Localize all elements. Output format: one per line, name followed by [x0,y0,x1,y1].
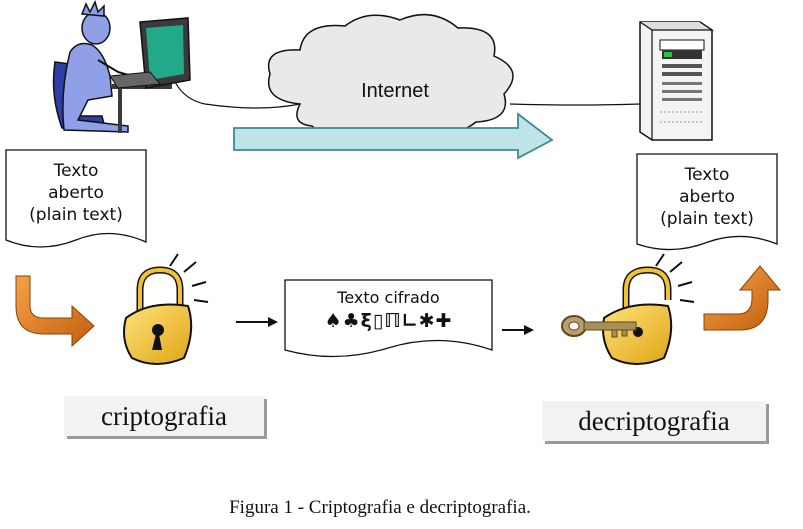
padlock-closed-icon [123,253,209,365]
sender-document-text: Texto aberto (plain text) [6,160,146,226]
receiver-doc-line: Texto [684,165,730,185]
arrow-from-cipher [502,325,534,335]
curved-arrow-up-icon [703,265,782,331]
cloud-icon [267,13,514,140]
receiver-document-text: Texto aberto (plain text) [637,164,777,230]
receiver-doc-line: aberto [679,187,735,207]
cipher-document [284,279,493,358]
sender-doc-line: aberto [48,183,104,203]
receiver-document [636,153,778,251]
person-at-computer-icon [52,0,301,133]
sender-doc-line: Texto [53,161,99,181]
internet-label: Internet [361,80,429,102]
cipher-symbols: ♠♣ξ▯ℿ∟✱✚ [324,310,453,332]
curved-arrow-down-icon [15,275,95,348]
cipher-document-title: Texto cifrado [337,288,440,307]
server-icon [509,21,714,141]
figure-caption: Figura 1 - Criptografia e decriptografia… [229,497,531,518]
receiver-doc-line: (plain text) [660,209,754,229]
arrow-to-cipher [236,317,278,327]
transfer-arrow [233,112,554,160]
decrypt-label: decriptografia [542,401,766,441]
encrypt-label: criptografia [64,396,264,436]
sender-document [5,149,147,248]
padlock-open-with-key-icon [561,253,695,365]
sender-doc-line: (plain text) [29,205,123,225]
